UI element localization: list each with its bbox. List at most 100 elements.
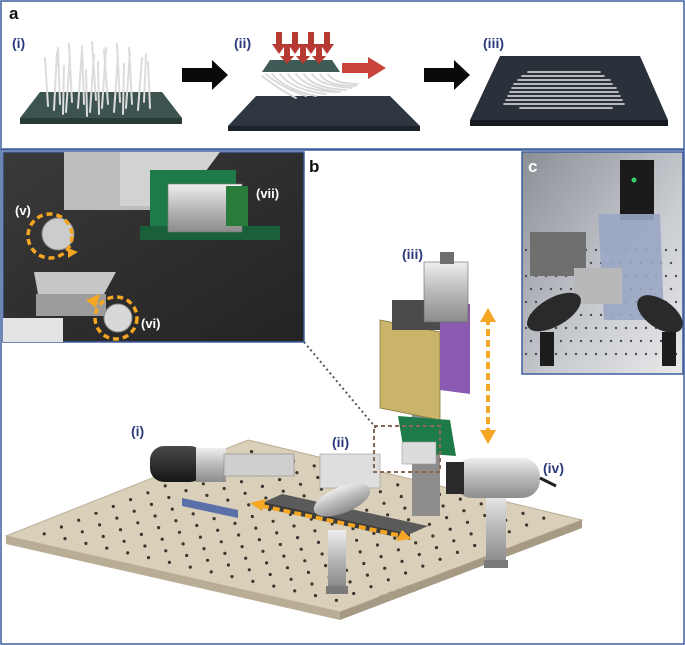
plate-hole: [358, 550, 362, 554]
plate-hole: [198, 535, 202, 539]
photo-camera-left: [527, 292, 581, 332]
part-v-label: (v): [15, 203, 31, 218]
plate-hole: [289, 577, 293, 581]
plate-hole: [243, 491, 247, 495]
plate-hole: [216, 528, 220, 532]
photo-table-hole: [579, 313, 583, 317]
photo-table-hole: [569, 287, 573, 291]
plate-hole: [201, 482, 205, 486]
photo-table-hole: [574, 326, 578, 330]
plate-hole: [431, 534, 435, 538]
photo-table-hole: [549, 287, 553, 291]
plate-hole: [521, 511, 525, 515]
gearbox: [196, 448, 226, 482]
plate-hole: [257, 538, 261, 542]
plate-hole: [296, 536, 300, 540]
substrate-ii-edge: [228, 126, 420, 131]
plate-hole: [153, 514, 157, 518]
plate-hole: [195, 523, 199, 528]
plate-hole: [462, 509, 466, 513]
nanowires-bent: [261, 73, 359, 99]
rail-stage: [264, 494, 428, 534]
plate-hole: [77, 518, 81, 522]
plate-hole: [177, 530, 182, 534]
plate-hole: [268, 572, 272, 577]
plate-hole: [136, 521, 140, 525]
plate-hole: [237, 533, 241, 537]
plate-hole: [448, 527, 452, 531]
plate-hole: [316, 475, 320, 480]
donor-substrate: [262, 60, 340, 72]
plate-hole: [324, 564, 328, 568]
plate-hole: [206, 558, 210, 562]
photo-table-hole: [604, 352, 608, 356]
photo-table-hole: [554, 326, 558, 330]
plate-hole: [386, 513, 390, 517]
photo-table-hole: [569, 339, 573, 343]
plate-hole: [352, 591, 356, 596]
photo-table-hole: [589, 339, 593, 343]
post-iv: [486, 492, 506, 562]
plate-hole: [375, 543, 380, 547]
photo-table-hole: [599, 339, 603, 343]
plate-hole: [101, 534, 105, 539]
plate-hole: [111, 504, 115, 509]
inset-stage-plate: [34, 272, 116, 294]
plate-hole: [313, 529, 317, 533]
plate-hole: [348, 580, 352, 584]
plate-hole: [160, 537, 164, 541]
plate-hole: [316, 540, 321, 545]
plate-hole: [226, 563, 230, 567]
plate-hole: [146, 491, 150, 495]
plate-hole: [239, 480, 244, 484]
plate-hole: [378, 490, 382, 494]
plate-hole: [129, 498, 133, 502]
photo-table-hole: [674, 274, 678, 278]
plate-hole: [399, 494, 403, 499]
photo-table-hole: [644, 352, 648, 356]
plate-hole: [170, 507, 174, 511]
plate-hole: [282, 554, 286, 558]
plate-hole: [313, 594, 318, 598]
photo-table-hole: [664, 274, 668, 278]
rotation-indicator-vi: [93, 295, 139, 341]
gold-bracket: [379, 319, 441, 421]
part-vii-label: (vii): [256, 186, 279, 201]
photo-table-hole: [654, 352, 658, 356]
step-i-label: (i): [12, 35, 25, 51]
plate-hole: [404, 571, 408, 575]
panel-c: c: [521, 151, 684, 375]
plate-hole: [157, 526, 161, 530]
photo-table-hole: [669, 261, 673, 265]
plate-hole: [465, 520, 470, 524]
slide-arrow: [342, 57, 386, 79]
plate-hole: [417, 552, 421, 557]
plate-hole: [59, 525, 64, 529]
plate-hole: [302, 494, 306, 498]
plate-hole: [334, 598, 338, 603]
photo-table-hole: [659, 339, 663, 343]
photo-table-hole: [584, 352, 588, 356]
photo-table-hole: [644, 326, 648, 330]
photo-table-hole: [559, 287, 563, 291]
plate-hole: [167, 495, 171, 500]
plate-hole: [42, 532, 46, 536]
plate-hole: [299, 547, 303, 551]
plate-hole: [139, 532, 143, 537]
plate-hole: [250, 514, 254, 519]
plate-hole: [181, 542, 185, 546]
plate-hole: [244, 556, 248, 560]
plate-hole: [427, 522, 431, 527]
plate-hole: [507, 530, 511, 534]
plate-hole: [278, 542, 282, 547]
photo-table-hole: [634, 352, 638, 356]
photo-table-hole: [564, 326, 568, 330]
plate-hole: [455, 550, 459, 555]
plate-hole: [479, 502, 483, 506]
plate-hole: [369, 585, 373, 589]
photo-table-hole: [589, 261, 593, 265]
plate-hole: [434, 546, 439, 550]
plate-hole: [438, 557, 442, 561]
horizontal-motion-arrow: [250, 499, 412, 541]
